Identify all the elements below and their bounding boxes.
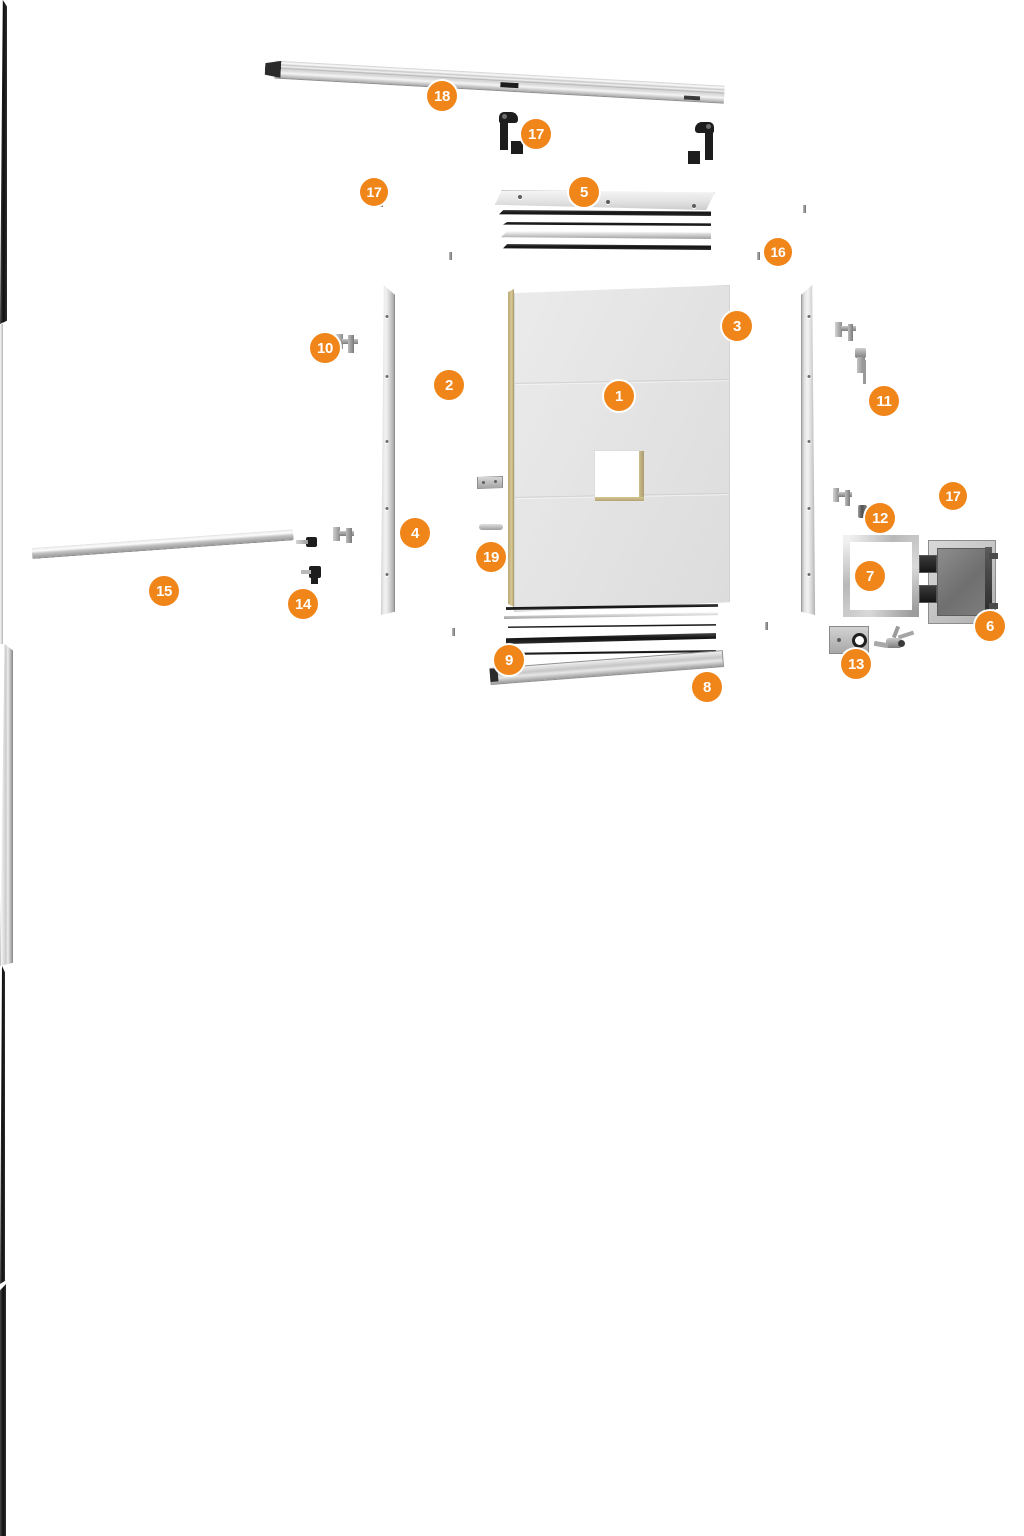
part-15-support-rod [31, 529, 294, 572]
cutout-edge-right [639, 451, 644, 497]
callout-17-left[interactable]: 17 [360, 178, 388, 206]
part-18-roller-hanger-left [497, 112, 523, 158]
panel-left-edge [508, 289, 514, 607]
callout-10[interactable]: 10 [310, 333, 340, 363]
unit6-hinge-upper [919, 555, 937, 573]
screw-17-c [449, 252, 452, 260]
hanger-cap-right [688, 151, 700, 164]
unit6-pin-lower [989, 603, 998, 609]
callout-15[interactable]: 15 [149, 576, 179, 606]
head-seal-1 [499, 210, 711, 216]
bottom-seal-4 [504, 650, 716, 655]
part-2-strip-a [0, 324, 3, 644]
part-20-dowel [479, 524, 503, 530]
screw-17-d [452, 628, 455, 636]
callout-14[interactable]: 14 [288, 589, 318, 619]
unit6-pin-upper [989, 553, 998, 559]
part-12-bushing [858, 505, 867, 518]
callout-2[interactable]: 2 [434, 370, 464, 400]
callout-17-right[interactable]: 17 [939, 482, 967, 510]
part-6-vision-panel-unit [919, 540, 998, 624]
part-12-hinge-bracket [833, 488, 855, 510]
bottom-strip-alu-1 [504, 612, 718, 619]
part-11-hinge-lower [855, 348, 879, 386]
part-3-right-stile [801, 285, 817, 615]
unit6-edge [985, 547, 992, 617]
callout-13[interactable]: 13 [841, 649, 871, 679]
lock-keyhole [852, 633, 867, 648]
callout-20[interactable]: 19 [476, 542, 506, 572]
track-end-cap [264, 60, 281, 78]
part-5-head-plate-assembly [493, 190, 715, 270]
panel-vision-cutout [594, 450, 644, 501]
unit6-glass [937, 548, 987, 616]
head-strip-alu [501, 231, 711, 239]
callout-16[interactable]: 16 [764, 238, 792, 266]
callout-7[interactable]: 7 [855, 561, 885, 591]
callout-8[interactable]: 8 [692, 672, 722, 702]
cutout-edge-bottom [595, 497, 644, 501]
box-rail-end-cap [489, 668, 499, 682]
part-9-bottom-seal-stack [500, 600, 720, 678]
part-14-hinge-upper [333, 524, 357, 546]
screw-17-b [803, 205, 806, 213]
bottom-seal-3-thick [506, 633, 716, 644]
part-1-door-panel [508, 285, 730, 612]
hanger-cap-left [511, 141, 523, 154]
callout-11[interactable]: 11 [869, 386, 899, 416]
head-seal-3 [503, 244, 711, 250]
fastener-16 [757, 252, 760, 260]
callout-19[interactable]: 18 [427, 81, 457, 111]
callout-9[interactable]: 9 [494, 645, 524, 675]
part-2-seal [0, 966, 5, 1284]
part-13-handle-set [872, 625, 916, 656]
callout-4[interactable]: 4 [400, 518, 430, 548]
part-20-connector-plate [477, 476, 503, 489]
part-14-hinge-lower [301, 566, 323, 586]
head-plate [495, 190, 715, 210]
part-18-roller-hanger-right [688, 122, 716, 168]
part-3-seal-outer [0, 1284, 6, 1536]
callout-6[interactable]: 6 [975, 611, 1005, 641]
callout-18[interactable]: 17 [521, 119, 551, 149]
part-19-top-track-rail [265, 60, 725, 110]
part-4-left-stile [379, 285, 395, 615]
head-seal-2 [503, 222, 711, 226]
part-10-hinge-bracket [336, 334, 360, 358]
part-8-bottom-box-rail [489, 650, 725, 692]
panel-face [514, 285, 730, 612]
callout-5[interactable]: 5 [569, 177, 599, 207]
track-stop [500, 82, 519, 89]
bottom-seal-2 [508, 624, 716, 628]
part-14-hinge-pin [296, 535, 318, 549]
callout-12[interactable]: 12 [865, 503, 895, 533]
callout-3[interactable]: 3 [722, 311, 752, 341]
bottom-seal-1 [506, 604, 718, 610]
part-2-profile [0, 644, 13, 966]
unit6-hinge-lower [919, 585, 937, 603]
part-4-seal [0, 0, 7, 324]
track-stop-2 [683, 95, 701, 101]
part-11-hinge-upper [835, 322, 859, 346]
screw-17-e [765, 622, 768, 630]
callout-1[interactable]: 1 [604, 381, 634, 411]
